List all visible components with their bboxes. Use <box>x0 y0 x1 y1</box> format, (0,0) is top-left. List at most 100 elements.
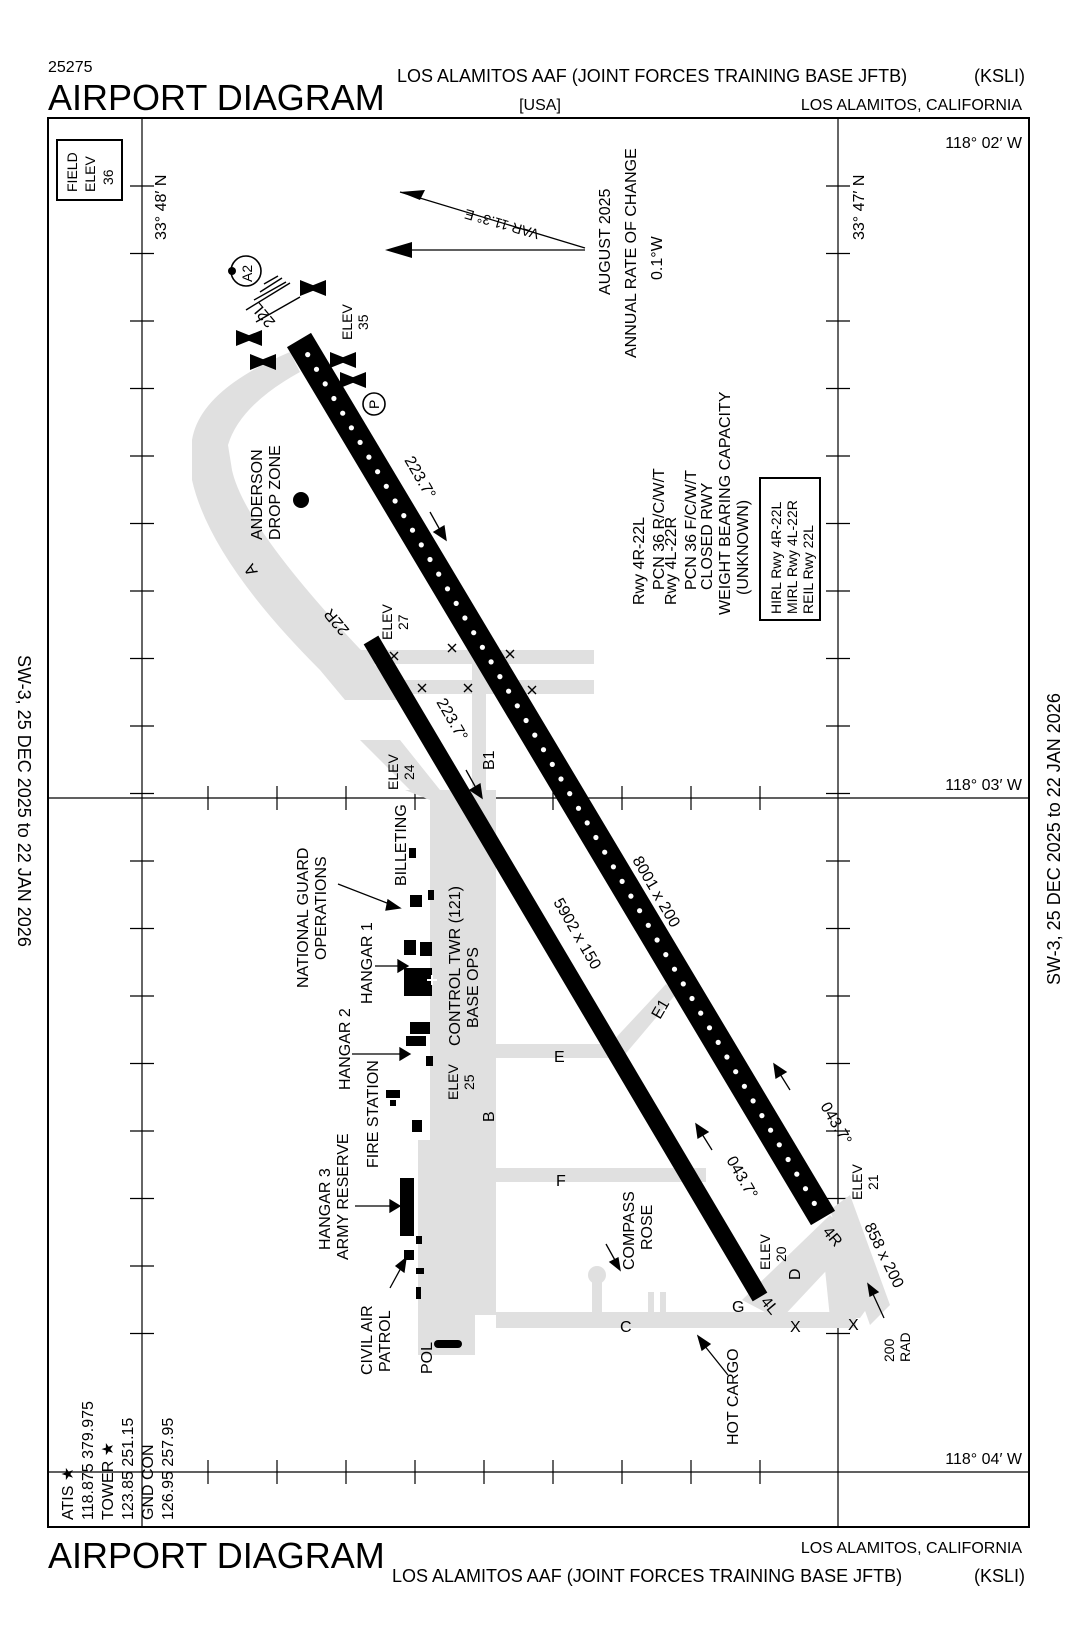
heading-4r: 043.7° <box>817 1100 855 1149</box>
facilities: A2 P ANDERSON DROP ZONE <box>228 255 885 1445</box>
taxiway-label-e: E <box>554 1049 565 1066</box>
leader-arrows <box>337 883 885 1376</box>
footer-title: AIRPORT DIAGRAM <box>48 1535 385 1576</box>
runway-4r-22l <box>286 332 836 1226</box>
direction-arrows <box>429 511 791 1151</box>
a2-dot <box>228 267 236 275</box>
taxiway-label-f: F <box>556 1173 566 1190</box>
comm-tower: TOWER ★ <box>100 1442 117 1520</box>
header-title: AIRPORT DIAGRAM <box>48 77 385 118</box>
elev-22r-label: ELEV <box>379 604 395 640</box>
side-label-right: SW-3, 25 DEC 2025 to 22 JAN 2026 <box>1044 693 1064 985</box>
runway-end-22l: 22L <box>249 299 279 330</box>
ramp-elev-value: 25 <box>461 1074 477 1090</box>
lat-label-right: 33° 47′ N <box>851 175 868 240</box>
buildings <box>386 848 462 1348</box>
elev-mid-label: ELEV <box>385 754 401 790</box>
elev-mid-value: 24 <box>401 764 417 780</box>
taxiway-label-d: D <box>787 1268 804 1280</box>
taxiway-b1 <box>472 640 486 795</box>
lat-label-left: 33° 48′ N <box>153 175 170 240</box>
field-elev-box <box>56 139 123 201</box>
taxiway-c <box>496 1312 856 1328</box>
drop-zone-label-1: ANDERSON <box>249 449 266 540</box>
pcn-note-3: Rwy 4L-22R <box>663 517 680 605</box>
fire-station-label: FIRE STATION <box>365 1060 382 1168</box>
footer-airport-name: LOS ALAMITOS AAF (JOINT FORCES TRAINING … <box>392 1566 902 1586</box>
taxiway-label-g: G <box>732 1299 744 1316</box>
pcn-notes: Rwy 4R-22L PCN 36 R/C/W/T Rwy 4L-22R PCN… <box>631 391 752 615</box>
side-label-left: SW-3, 25 DEC 2025 to 22 JAN 2026 <box>14 655 34 947</box>
cap-label-2: PATROL <box>377 1310 394 1372</box>
lighting-box <box>759 477 821 621</box>
hot-cargo-label: HOT CARGO <box>725 1348 742 1445</box>
field-elev-label-2: ELEV <box>82 156 98 192</box>
threshold-markers-22l <box>236 280 366 388</box>
drop-zone-label-2: DROP ZONE <box>267 445 284 540</box>
var-arrow-mag <box>385 242 412 258</box>
tower-icon <box>427 975 437 985</box>
elev-22r-value: 27 <box>395 614 411 630</box>
taxiway-label-c: C <box>620 1319 632 1336</box>
compass-rose-pad <box>588 1266 606 1284</box>
var-label: VAR 11.3° E <box>463 206 541 243</box>
ramp-north <box>360 740 440 790</box>
taxiway-a <box>192 352 398 700</box>
comm-atis: ATIS ★ <box>60 1467 77 1520</box>
comm-gnd: GND CON <box>140 1444 157 1520</box>
field-elev-value: 36 <box>100 169 116 185</box>
pcn-note-4: PCN 36 F/C/W/T <box>683 470 700 590</box>
lighting-note-1: HIRL Rwy 4R-22L <box>768 501 784 614</box>
heading-4l: 043.7° <box>723 1154 761 1203</box>
compass-rose-label-2: ROSE <box>639 1205 656 1250</box>
var-line-true <box>399 191 586 249</box>
taxiway-label-x-1: X <box>790 1319 801 1336</box>
comm-atis-freq: 118.875 379.975 <box>80 1401 97 1520</box>
lighting-note-2: MIRL Rwy 4L-22R <box>784 500 800 614</box>
connector-north <box>338 650 594 664</box>
elev-4r-label: ELEV <box>849 1164 865 1200</box>
lon-label-top: 118° 02′ W <box>945 135 1023 152</box>
pcn-note-5: CLOSED RWY <box>699 482 716 590</box>
taxiway-f <box>496 1168 706 1182</box>
comms-block: ATIS ★ 118.875 379.975 TOWER ★ 123.85 25… <box>60 1401 177 1520</box>
elev-4l-label: ELEV <box>757 1234 773 1270</box>
rad-value: 200 <box>881 1338 897 1362</box>
runway-edge-lights <box>305 352 817 1206</box>
ng-ops-label-1: NATIONAL GUARD <box>295 848 312 988</box>
var-rate: 0.1°W <box>649 235 666 280</box>
pcn-note-2: PCN 36 R/C/W/T <box>651 468 668 590</box>
footer-location: LOS ALAMITOS, CALIFORNIA <box>801 1540 1022 1557</box>
taxiway-label-b1: B1 <box>481 750 498 770</box>
field-elev-label-1: FIELD <box>64 152 80 192</box>
pcn-note-6: WEIGHT BEARING CAPACITY <box>717 391 734 615</box>
pcn-note-7: (UNKNOWN) <box>735 500 752 595</box>
ng-ops-label-2: OPERATIONS <box>313 856 330 960</box>
elev-22l-label: ELEV <box>339 304 355 340</box>
rad-label: RAD <box>897 1332 913 1362</box>
cap-label-1: CIVIL AIR <box>359 1305 376 1375</box>
var-arrow-true <box>400 190 425 200</box>
comm-tower-freq: 123.85 251.15 <box>120 1418 137 1520</box>
chart-number: 25275 <box>48 59 93 76</box>
lon-label-bottom: 118° 04′ W <box>945 1451 1023 1468</box>
billeting-label: BILLETING <box>393 804 410 886</box>
lighting-note-3: REIL Rwy 22L <box>800 525 816 614</box>
elev-4l-value: 20 <box>773 1246 789 1262</box>
pol-label: POL <box>419 1342 436 1374</box>
var-date: AUGUST 2025 <box>597 188 614 295</box>
hangar2-label: HANGAR 2 <box>337 1008 354 1090</box>
footer-identifier: (KSLI) <box>974 1566 1025 1586</box>
var-rate-label: ANNUAL RATE OF CHANGE <box>623 148 640 358</box>
taxiway-label-b: B <box>481 1111 498 1122</box>
control-twr-label: CONTROL TWR (121) <box>447 886 464 1046</box>
hangar1-label: HANGAR 1 <box>359 922 376 1004</box>
hangar3-label: HANGAR 3 <box>317 1168 334 1250</box>
parking-marker <box>362 392 386 416</box>
taxiway-e <box>496 1044 616 1058</box>
magnetic-variation: VAR 11.3° E AUGUST 2025 ANNUAL RATE OF C… <box>385 148 666 358</box>
runway-4l-22r <box>363 635 768 1302</box>
ramp-elev-label: ELEV <box>445 1064 461 1100</box>
compass-rose-stub <box>592 1275 602 1315</box>
